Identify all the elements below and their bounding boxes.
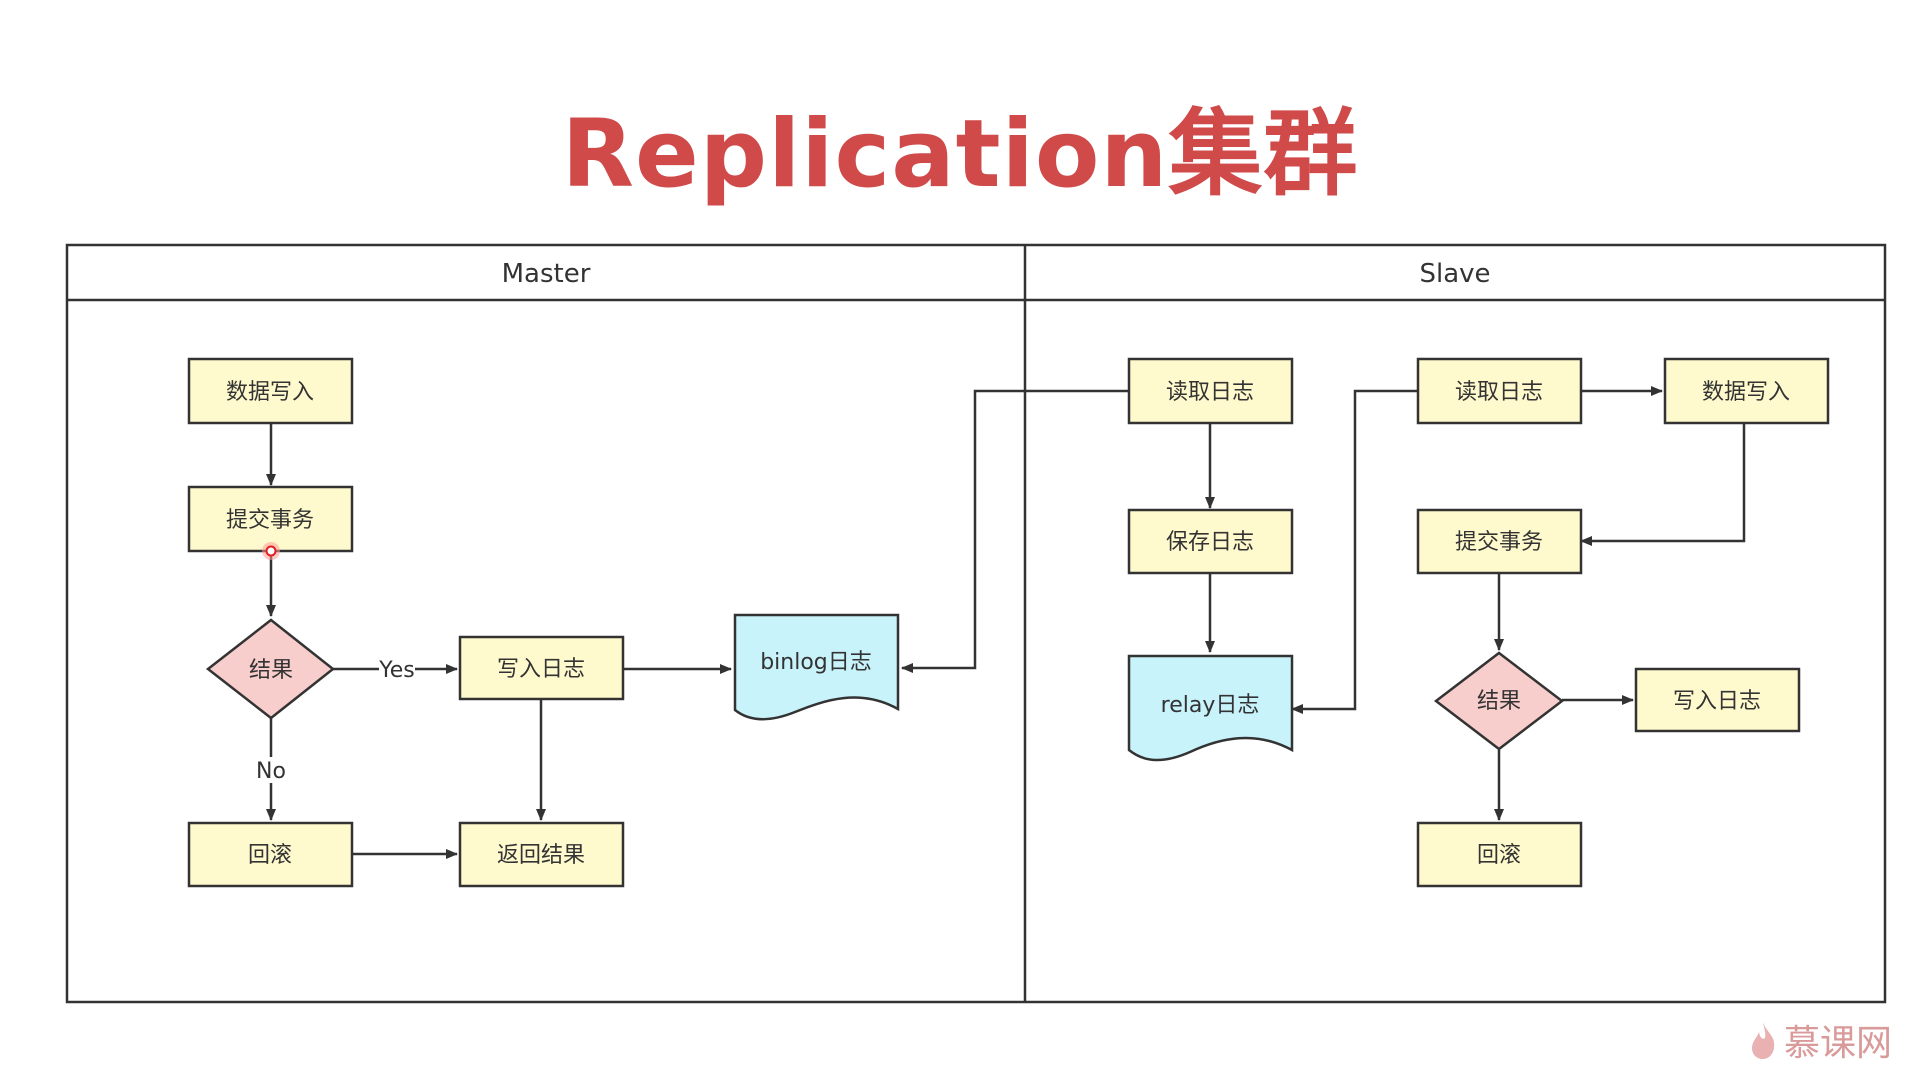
- svg-text:结果: 结果: [1477, 689, 1521, 714]
- svg-text:写入日志: 写入日志: [1673, 689, 1761, 714]
- edge-label-no: No: [256, 759, 286, 784]
- node-write-data: 数据写入: [1663, 357, 1830, 425]
- svg-text:返回结果: 返回结果: [497, 843, 585, 868]
- edge-label-yes: Yes: [378, 658, 415, 683]
- node-write-log: 写入日志: [1634, 667, 1801, 733]
- brand-watermark: 慕课网: [1748, 1014, 1892, 1066]
- node-write-log: 写入日志: [458, 635, 625, 701]
- slave-nodes: 读取日志 保存日志 relay日志 读取日志 数据写入 提交事务 结果 写入日: [1127, 357, 1830, 888]
- master-nodes: 数据写入 提交事务 结果 写入日志 binlog日志 回滚 返回结果: [187, 357, 900, 888]
- svg-text:提交事务: 提交事务: [226, 508, 314, 533]
- svg-text:结果: 结果: [249, 658, 293, 683]
- lane-master-label: Master: [502, 259, 591, 289]
- svg-text:数据写入: 数据写入: [1702, 380, 1790, 405]
- node-write-data: 数据写入: [187, 357, 354, 425]
- node-binlog-document: binlog日志: [733, 613, 900, 721]
- node-commit: 提交事务: [1416, 508, 1583, 575]
- node-read-log-2: 读取日志: [1416, 357, 1583, 425]
- node-result-decision: 结果: [205, 618, 336, 720]
- node-return-result: 返回结果: [458, 821, 625, 888]
- node-result-decision: 结果: [1433, 651, 1565, 751]
- swimlane-border: [65, 243, 1887, 1004]
- edge-readlog-to-binlog: [901, 389, 1128, 673]
- svg-text:binlog日志: binlog日志: [760, 650, 872, 675]
- edge-writedata-to-commit: [1580, 424, 1746, 546]
- svg-text:回滚: 回滚: [1477, 843, 1521, 868]
- svg-text:回滚: 回滚: [248, 843, 292, 868]
- node-read-log-1: 读取日志: [1127, 357, 1294, 425]
- svg-text:读取日志: 读取日志: [1166, 380, 1254, 405]
- cursor-dot: [262, 542, 280, 560]
- swimlane-container: [65, 243, 1887, 1004]
- node-relay-log-document: relay日志: [1127, 654, 1294, 762]
- node-rollback: 回滚: [1416, 821, 1583, 888]
- node-commit: 提交事务: [187, 485, 354, 553]
- lane-slave-label: Slave: [1419, 259, 1490, 289]
- master-connectors: [266, 424, 732, 859]
- flame-icon: [1751, 1022, 1775, 1059]
- brand-text: 慕课网: [1783, 1023, 1892, 1064]
- node-save-log: 保存日志: [1127, 508, 1294, 575]
- svg-text:保存日志: 保存日志: [1166, 530, 1254, 555]
- svg-text:写入日志: 写入日志: [497, 657, 585, 682]
- slave-connectors: [901, 386, 1746, 821]
- svg-text:提交事务: 提交事务: [1455, 530, 1543, 555]
- svg-text:数据写入: 数据写入: [226, 380, 314, 405]
- page-title: Replication集群: [561, 100, 1359, 209]
- edge-readlog2-to-relaylog: [1291, 389, 1417, 714]
- svg-text:relay日志: relay日志: [1161, 693, 1260, 718]
- svg-text:读取日志: 读取日志: [1455, 380, 1543, 405]
- node-rollback: 回滚: [187, 821, 354, 888]
